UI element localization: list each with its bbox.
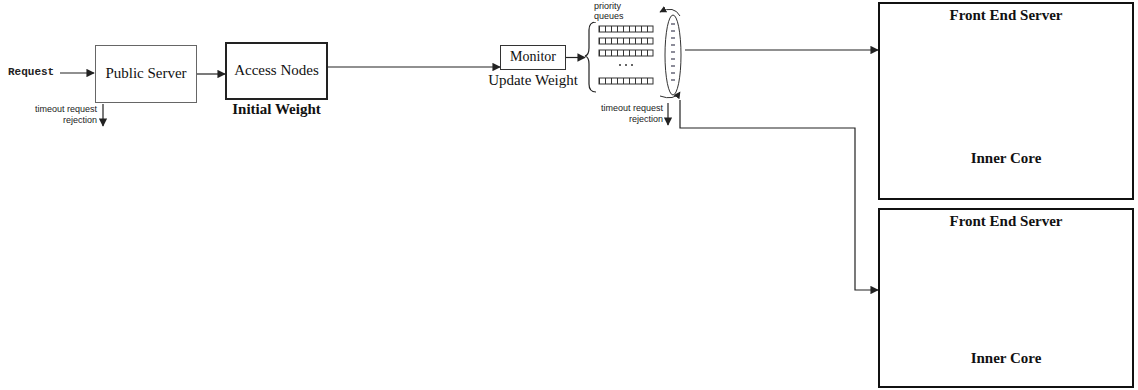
note-label: timeout request rejection (17, 104, 97, 126)
queue-brace (585, 22, 596, 92)
flow-arrow (566, 57, 585, 58)
node-title: Front End Server (880, 213, 1132, 230)
node-caption: Initial Weight (232, 101, 321, 118)
note-label: timeout request rejection (585, 103, 663, 125)
flow-arrow (685, 49, 878, 50)
process-box: Access NodesInitial Weight (225, 42, 328, 100)
flow-arrow (197, 73, 225, 74)
rejection-arrow (102, 104, 103, 126)
node-caption: Update Weight (488, 72, 578, 89)
rejection-arrow (667, 103, 668, 125)
queue-group: priority queues (585, 0, 685, 100)
node-title: priority queues (594, 1, 642, 22)
node-title: Access Nodes (230, 62, 323, 79)
flow-arrow (328, 66, 500, 67)
scheduler-oval (665, 15, 681, 95)
server-panel: Front End ServerInner Core (878, 2, 1134, 200)
node-title: Monitor (506, 49, 560, 65)
monitor-box: MonitorUpdate Weight (500, 45, 566, 70)
input-label: Request (8, 66, 54, 79)
flow-arrow (680, 100, 878, 290)
request-arrow (60, 72, 94, 73)
round-robin-arrow (660, 9, 680, 16)
node-caption: Inner Core (940, 150, 1072, 167)
node-title: Front End Server (880, 7, 1132, 24)
scheduler-marks (671, 24, 675, 80)
priority-queues (599, 26, 653, 84)
server-panel: Front End ServerInner Core (878, 208, 1134, 388)
node-caption: Inner Core (940, 350, 1072, 367)
node-title: Public Server (101, 65, 190, 82)
process-box: Public Server (95, 45, 197, 103)
